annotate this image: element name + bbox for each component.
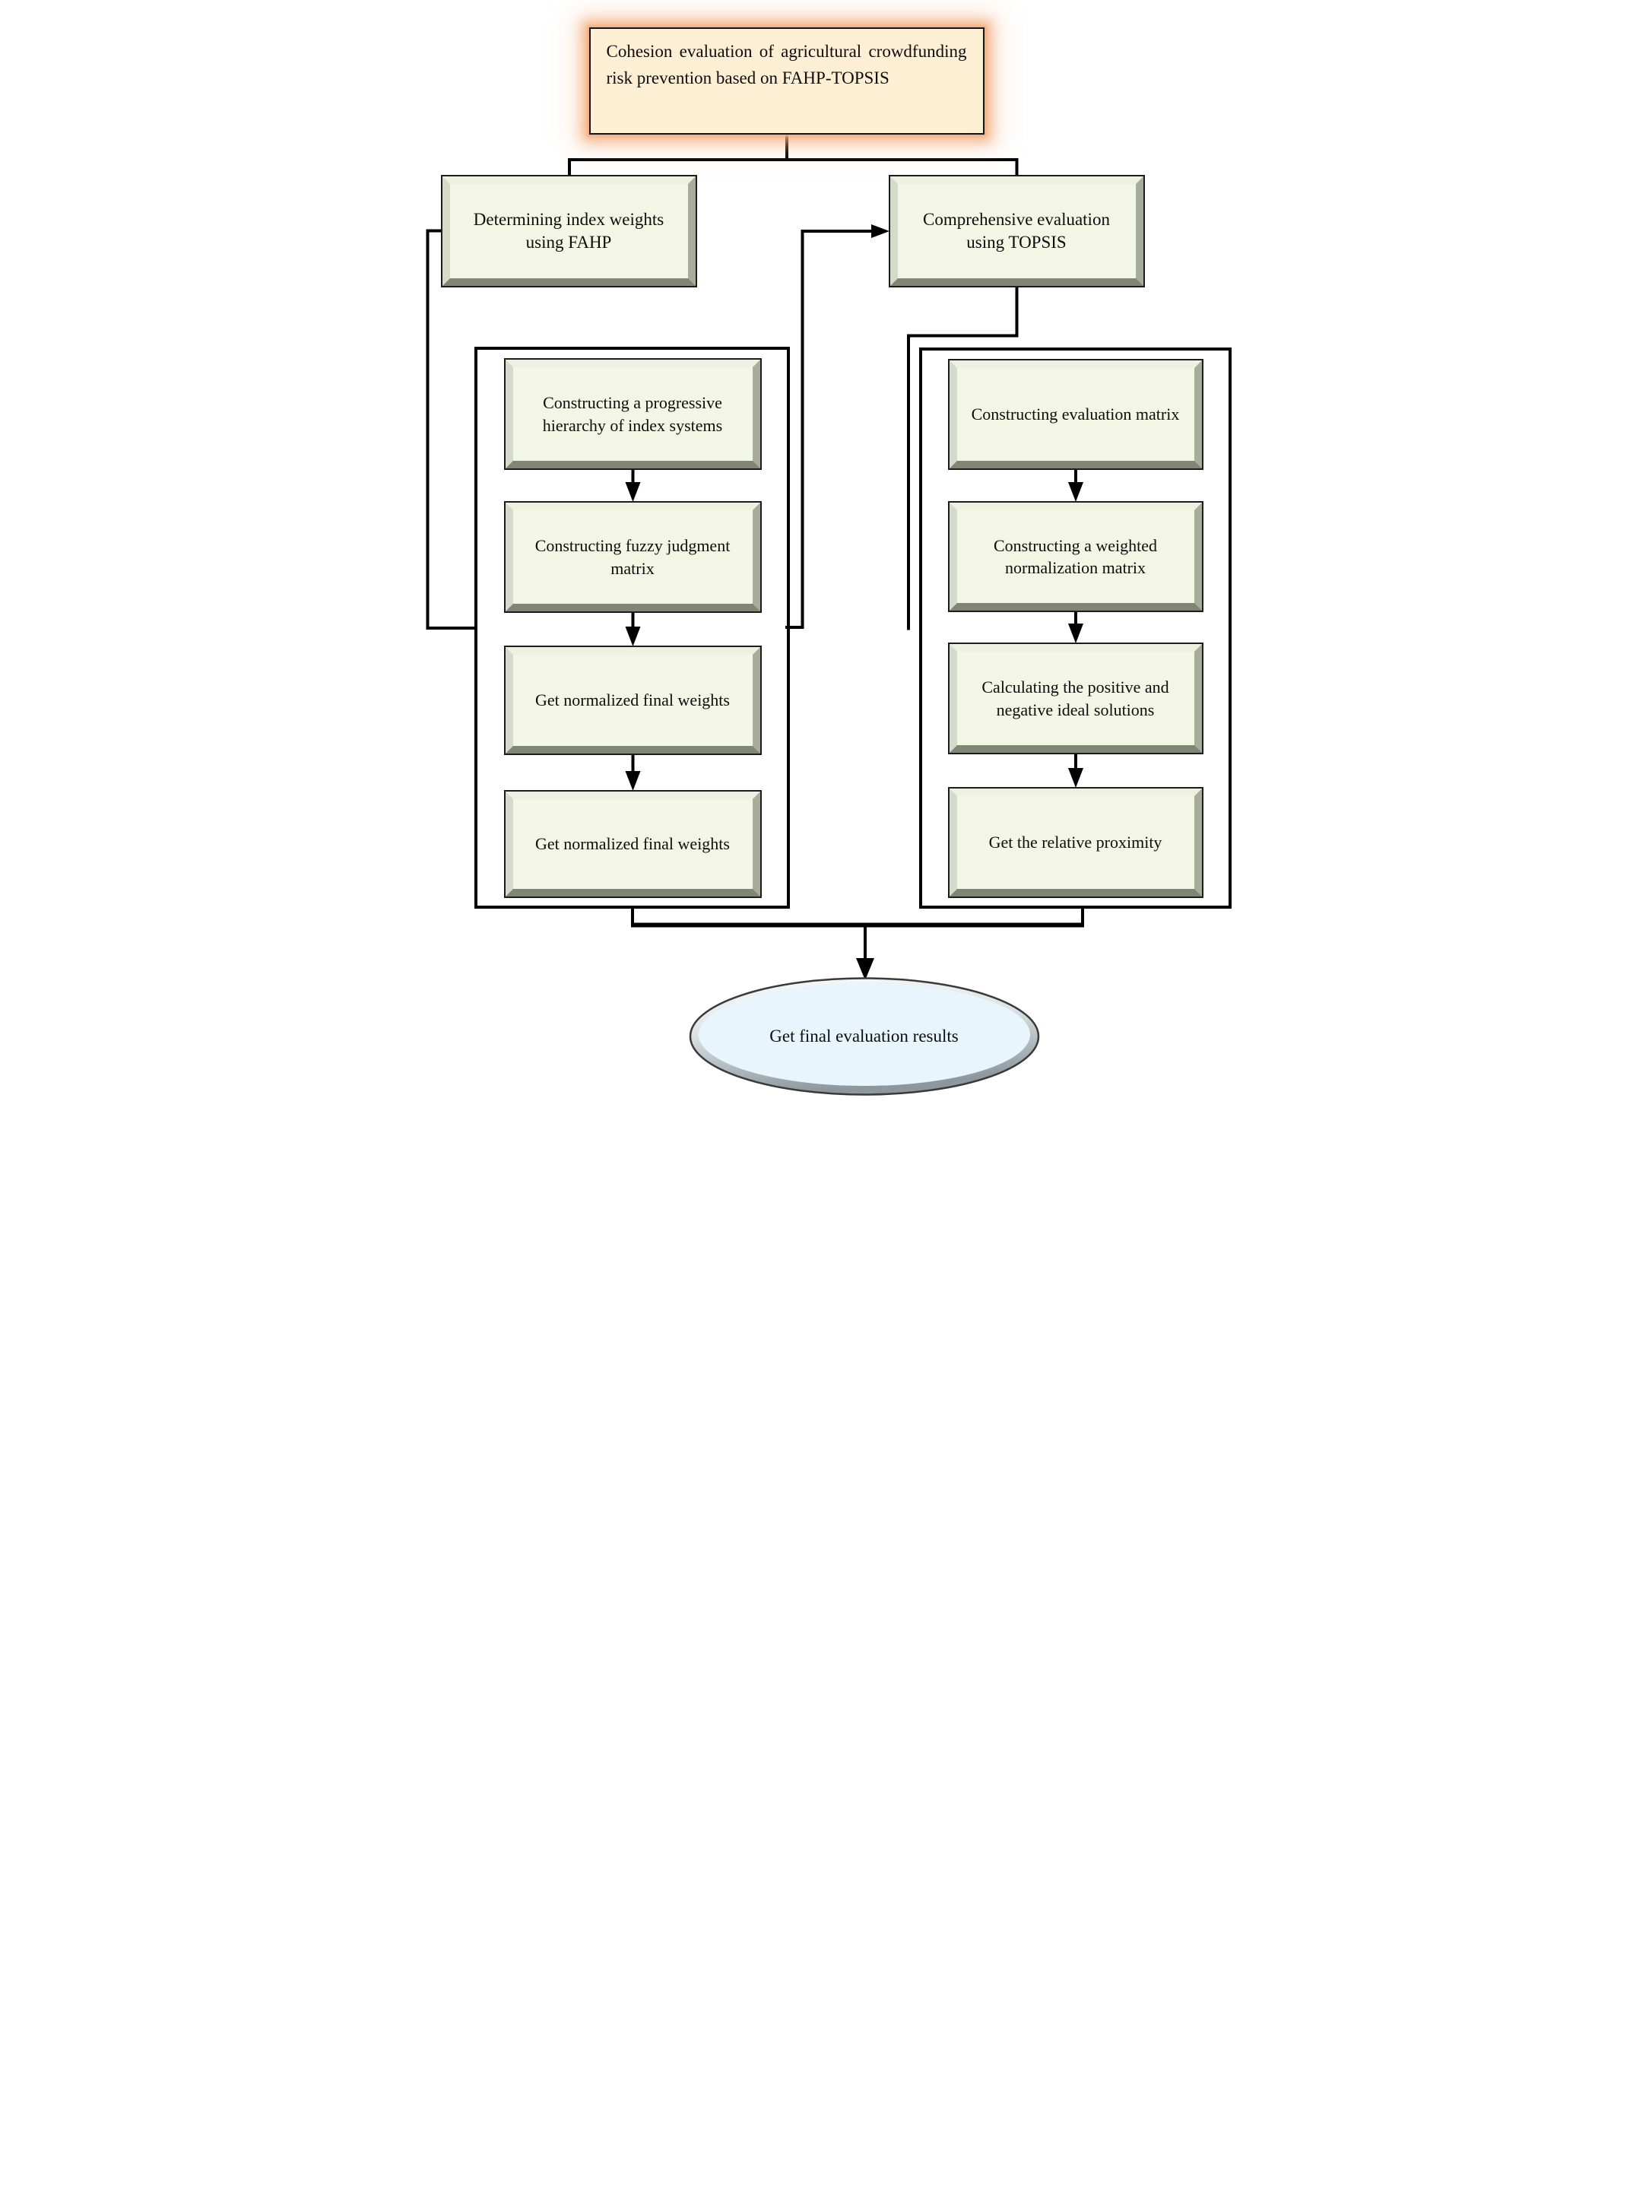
fahp-steps-container bbox=[474, 347, 790, 909]
arrow-left-1-head bbox=[625, 482, 640, 502]
step-normalized-final-weights-2: Get normalized final weights bbox=[505, 792, 760, 897]
arrow-right-2-head bbox=[1067, 624, 1083, 643]
branch-topsis-box: Comprehensive evaluation using TOPSIS bbox=[889, 176, 1143, 286]
result-ellipse-fill bbox=[698, 983, 1030, 1086]
arrow-right-3-head bbox=[1067, 768, 1083, 788]
connector-topsis-wrap bbox=[906, 286, 1018, 630]
topsis-steps-container bbox=[918, 348, 1232, 909]
step-relative-proximity: Get the relative proximity bbox=[949, 789, 1202, 897]
step-evaluation-matrix: Constructing evaluation matrix bbox=[949, 360, 1202, 468]
step-normalized-final-weights-1-label: Get normalized final weights bbox=[535, 690, 730, 710]
connector-fahp-feedback-loop bbox=[426, 229, 476, 630]
arrow-right-1-head bbox=[1067, 482, 1083, 502]
step-progressive-hierarchy-label: Constructing a progressive hierarchy of … bbox=[542, 393, 723, 435]
step-progressive-hierarchy: Constructing a progressive hierarchy of … bbox=[505, 360, 760, 468]
step-normalized-final-weights-2-label: Get normalized final weights bbox=[535, 834, 730, 854]
flowchart-canvas: Cohesion evaluation of agricultural crow… bbox=[413, 0, 1239, 1106]
step-ideal-solutions: Calculating the positive and negative id… bbox=[949, 644, 1202, 753]
arrow-left-2-head bbox=[625, 627, 640, 646]
step-weighted-normalization-matrix-label: Constructing a weighted normalization ma… bbox=[993, 535, 1158, 577]
step-evaluation-matrix-label: Constructing evaluation matrix bbox=[971, 405, 1180, 424]
arrow-left-3-head bbox=[625, 771, 640, 791]
branch-fahp-label: Determining index weights using FAHP bbox=[473, 209, 664, 252]
branch-topsis-label: Comprehensive evaluation using TOPSIS bbox=[923, 209, 1110, 252]
title-box-label: Cohesion evaluation of agricultural crow… bbox=[606, 42, 967, 87]
step-ideal-solutions-label: Calculating the positive and negative id… bbox=[981, 678, 1169, 719]
step-weighted-normalization-matrix: Constructing a weighted normalization ma… bbox=[949, 503, 1202, 611]
step-relative-proximity-label: Get the relative proximity bbox=[988, 833, 1162, 852]
connector-weights-to-topsis bbox=[785, 230, 871, 629]
result-label: Get final evaluation results bbox=[769, 1027, 959, 1046]
arrow-final-head bbox=[855, 958, 874, 980]
branch-fahp-box: Determining index weights using FAHP bbox=[442, 176, 696, 286]
arrowhead-into-topsis bbox=[870, 224, 889, 238]
result-ellipse: Get final evaluation results bbox=[690, 981, 1038, 1092]
connector-lines bbox=[426, 134, 1084, 1096]
step-normalized-final-weights-1: Get normalized final weights bbox=[505, 647, 760, 754]
step-fuzzy-judgment-matrix: Constructing fuzzy judgment matrix bbox=[505, 503, 760, 611]
step-fuzzy-judgment-matrix-label: Constructing fuzzy judgment matrix bbox=[534, 536, 731, 578]
title-box: Cohesion evaluation of agricultural crow… bbox=[588, 27, 985, 135]
